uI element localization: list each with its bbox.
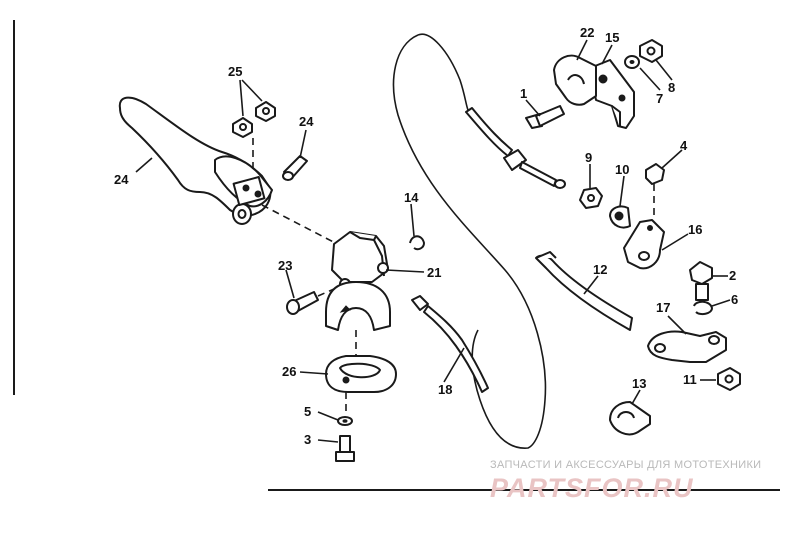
lever-pin <box>282 155 308 181</box>
leader-lines <box>135 39 731 443</box>
callout-23: 23 <box>278 258 292 273</box>
callout-16: 16 <box>688 222 702 237</box>
callout-26: 26 <box>282 364 296 379</box>
callout-17: 17 <box>656 300 670 315</box>
adjuster-nut <box>579 187 603 209</box>
perch-pivot-bolt <box>286 288 335 315</box>
callout-2: 2 <box>729 268 736 283</box>
clutch-lever <box>118 96 273 225</box>
callout-12: 12 <box>593 262 607 277</box>
mounting-plate <box>647 330 727 363</box>
adjuster-collar <box>609 205 631 229</box>
callout-9: 9 <box>585 150 592 165</box>
cable-adjuster-fitting <box>503 149 566 189</box>
mount-bolt <box>689 261 713 301</box>
watermark: ЗАПЧАСТИ И АКСЕССУАРЫ ДЛЯ МОТОТЕХНИКИ PA… <box>490 459 761 503</box>
callout-14: 14 <box>404 190 419 205</box>
mount-nut <box>717 367 741 391</box>
cable-bracket <box>623 219 665 270</box>
callout-8: 8 <box>668 80 675 95</box>
frame-lines <box>13 20 780 491</box>
watermark-tagline: ЗАПЧАСТИ И АКСЕССУАРЫ ДЛЯ МОТОТЕХНИКИ <box>490 459 761 471</box>
bracket-bolt <box>525 105 565 129</box>
lever-nut-pair <box>232 101 276 170</box>
mount-bolt-small <box>645 163 665 216</box>
cable-end-upper <box>465 107 513 157</box>
callout-3: 3 <box>304 432 311 447</box>
callout-11: 11 <box>683 372 697 387</box>
watermark-logo: PARTSFOR.RU <box>490 473 694 503</box>
callout-15: 15 <box>605 30 619 45</box>
callout-labels: 24 25 24 14 21 23 26 5 3 18 1 22 15 7 8 … <box>114 25 738 447</box>
perch-lower-clamp <box>325 330 397 412</box>
bracket-nut <box>639 39 663 63</box>
cable-strap <box>535 251 633 331</box>
bracket-washer <box>624 55 640 69</box>
callout-18: 18 <box>438 382 452 397</box>
clamp-screw <box>335 435 355 462</box>
callout-25: 25 <box>228 64 242 79</box>
clutch-cable <box>392 34 547 449</box>
callout-7: 7 <box>656 91 663 106</box>
cable-clip-upper <box>553 54 597 106</box>
callout-6: 6 <box>731 292 738 307</box>
assembly-line-lever <box>261 204 346 249</box>
callout-4: 4 <box>680 138 688 153</box>
callout-10: 10 <box>615 162 629 177</box>
callout-1: 1 <box>520 86 527 101</box>
mount-lockwasher <box>693 300 713 316</box>
callout-21: 22 <box>580 25 594 40</box>
callout-20: 21 <box>427 265 441 280</box>
cable-sheath-lower <box>411 295 489 393</box>
clamp-washer <box>337 416 353 426</box>
cable-p-clamp <box>609 401 651 436</box>
circlip <box>409 235 425 251</box>
callout-5: 5 <box>304 404 311 419</box>
callout-22: 24 <box>114 172 129 187</box>
callout-13: 13 <box>632 376 646 391</box>
callout-24: 24 <box>299 114 314 129</box>
adjuster-bracket <box>589 59 635 129</box>
clutch-perch <box>325 231 391 331</box>
